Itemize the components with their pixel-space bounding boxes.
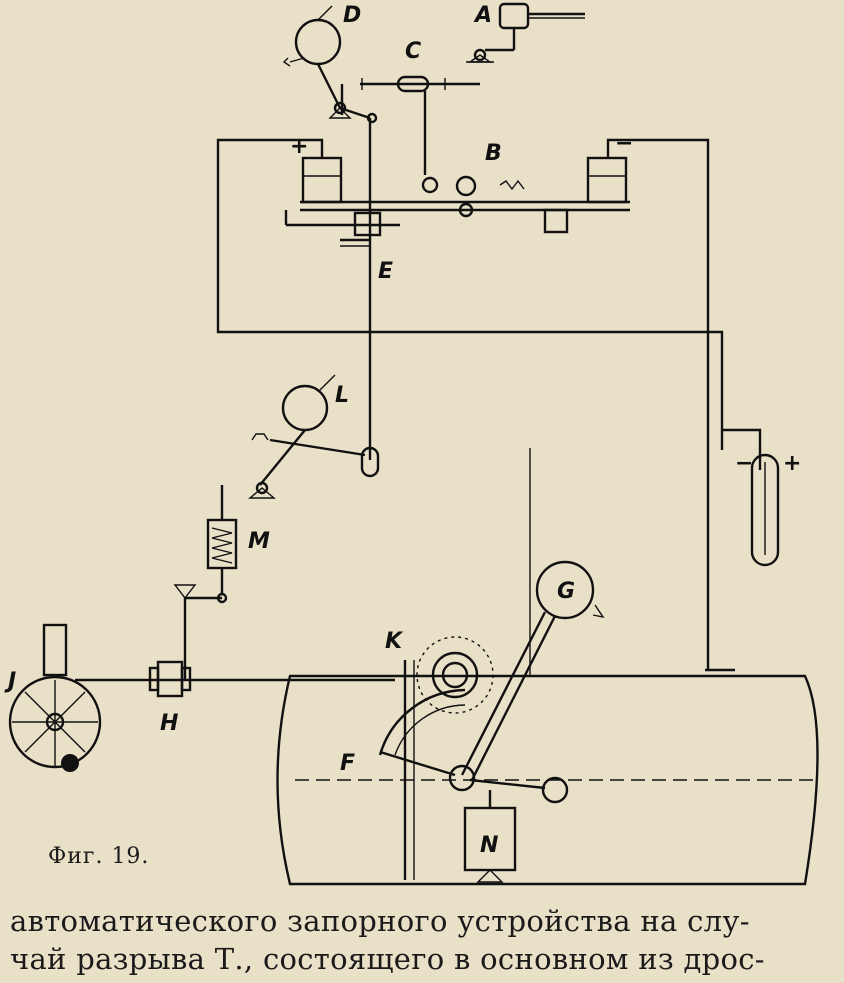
manometer-tube: − + bbox=[735, 451, 801, 567]
gear-k bbox=[403, 636, 494, 880]
main-pipe bbox=[276, 448, 820, 886]
polarity-plus: + bbox=[290, 134, 308, 159]
figure-caption: Фиг. 19. bbox=[48, 844, 150, 869]
label-d: D bbox=[343, 3, 361, 28]
label-l: L bbox=[335, 383, 349, 408]
wheel-j bbox=[8, 623, 102, 772]
weight-d bbox=[282, 5, 378, 124]
label-f: F bbox=[340, 751, 355, 776]
label-a: A bbox=[473, 3, 492, 28]
body-text-line-2: чай разрыва Т., состоящего в основном из… bbox=[10, 942, 765, 976]
weight-l bbox=[248, 374, 366, 499]
label-e: E bbox=[378, 259, 393, 284]
label-c: C bbox=[405, 39, 421, 64]
valve-h bbox=[75, 584, 395, 698]
body-text-line-1: автоматического запорного устройства на … bbox=[10, 904, 750, 938]
actuator-n bbox=[463, 790, 517, 883]
wire-left bbox=[216, 138, 724, 450]
svg-text:−: − bbox=[735, 451, 753, 476]
balance-b bbox=[284, 156, 630, 247]
polarity-minus: − bbox=[615, 131, 633, 156]
weight-g bbox=[460, 560, 605, 781]
label-g: G bbox=[557, 579, 575, 604]
component-a bbox=[466, 2, 585, 63]
label-n: N bbox=[480, 833, 498, 858]
body-text: автоматического запорного устройства на … bbox=[10, 902, 840, 978]
mechanism-diagram: A D C B bbox=[4, 2, 820, 886]
label-b: B bbox=[485, 141, 502, 166]
rod-e-slot bbox=[360, 446, 380, 478]
label-m: M bbox=[248, 529, 270, 554]
wire-right bbox=[606, 138, 710, 670]
label-h: H bbox=[160, 711, 178, 736]
shaft-c bbox=[340, 75, 480, 175]
quadrant-f bbox=[378, 688, 569, 804]
svg-text:+: + bbox=[783, 451, 801, 476]
spring-m bbox=[206, 485, 238, 604]
label-j: J bbox=[4, 669, 16, 694]
label-k: K bbox=[385, 629, 404, 654]
